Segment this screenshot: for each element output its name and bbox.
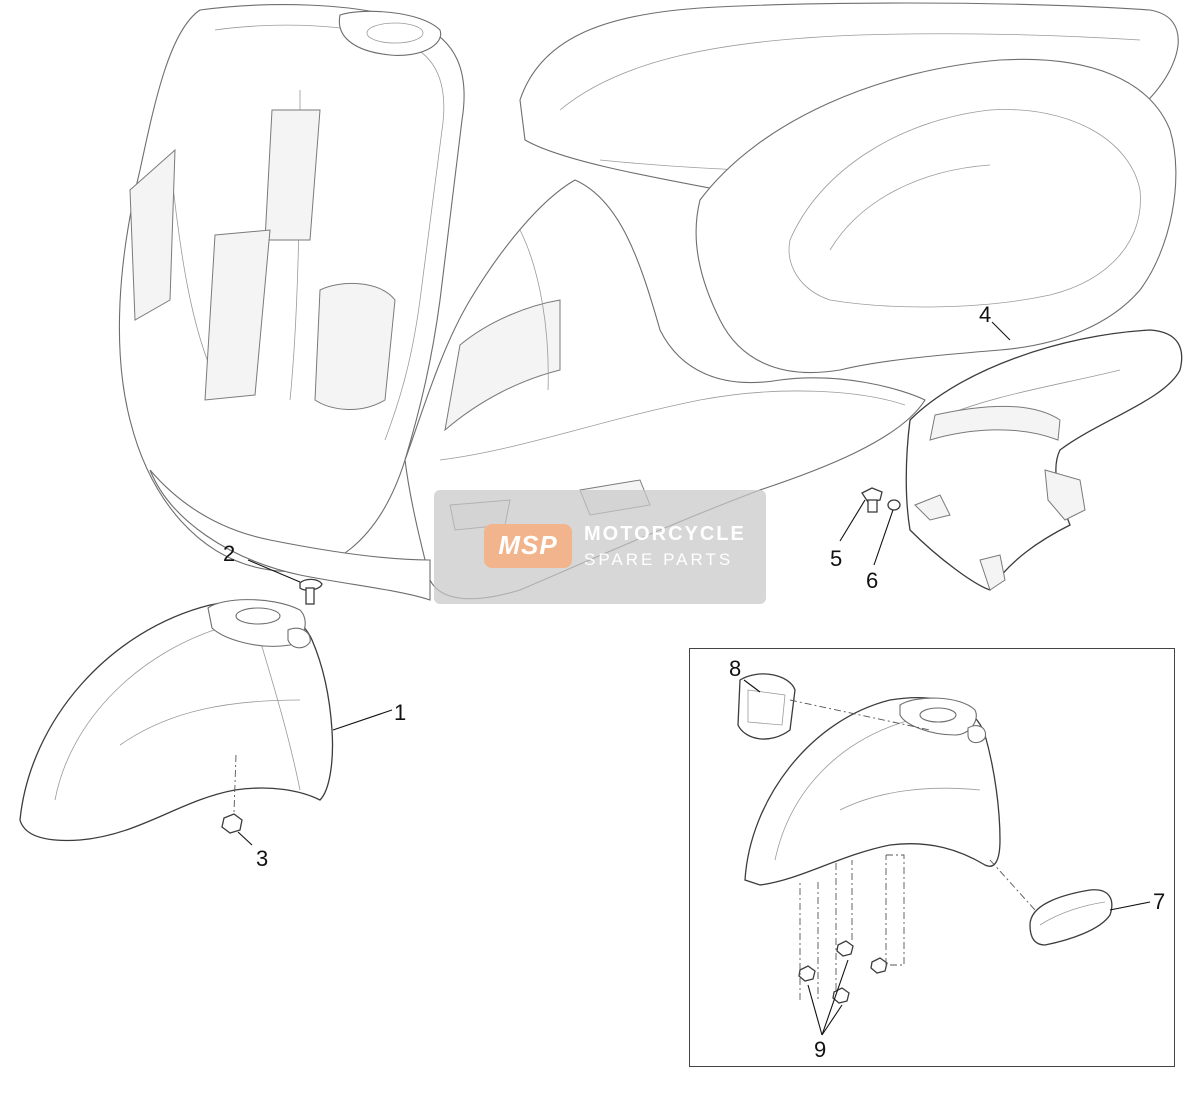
callout-4: 4 — [979, 302, 991, 327]
trim-7 — [1029, 889, 1113, 946]
watermark-title: MOTORCYCLE — [584, 523, 746, 545]
watermark-logo-text: MSP — [498, 530, 558, 560]
callout-3: 3 — [256, 846, 268, 871]
front-mudguard — [19, 599, 334, 842]
leader-lines — [237, 321, 1151, 1036]
callout-labels: 1 2 3 4 5 6 7 8 9 — [223, 302, 1165, 1062]
watermark-logo: MSP — [484, 524, 572, 568]
callout-5: 5 — [830, 546, 842, 571]
trim-8 — [737, 673, 796, 740]
washer-6 — [887, 499, 901, 511]
inset-dash-lines — [789, 699, 1036, 1000]
callout-1: 1 — [394, 700, 406, 725]
screw-2 — [299, 578, 323, 605]
rear-mudguard — [905, 329, 1183, 591]
callout-9: 9 — [814, 1037, 826, 1062]
callout-8: 8 — [729, 656, 741, 681]
watermark: MSP MOTORCYCLE SPARE PARTS — [434, 490, 766, 604]
inset-mudguard — [744, 697, 1001, 886]
inset-frame — [689, 648, 1175, 1067]
watermark-subtitle: SPARE PARTS — [584, 550, 734, 569]
nut-3 — [221, 754, 243, 834]
callout-2: 2 — [223, 541, 235, 566]
callout-7: 7 — [1153, 889, 1165, 914]
callout-6: 6 — [866, 568, 878, 593]
screw-5 — [861, 487, 883, 513]
